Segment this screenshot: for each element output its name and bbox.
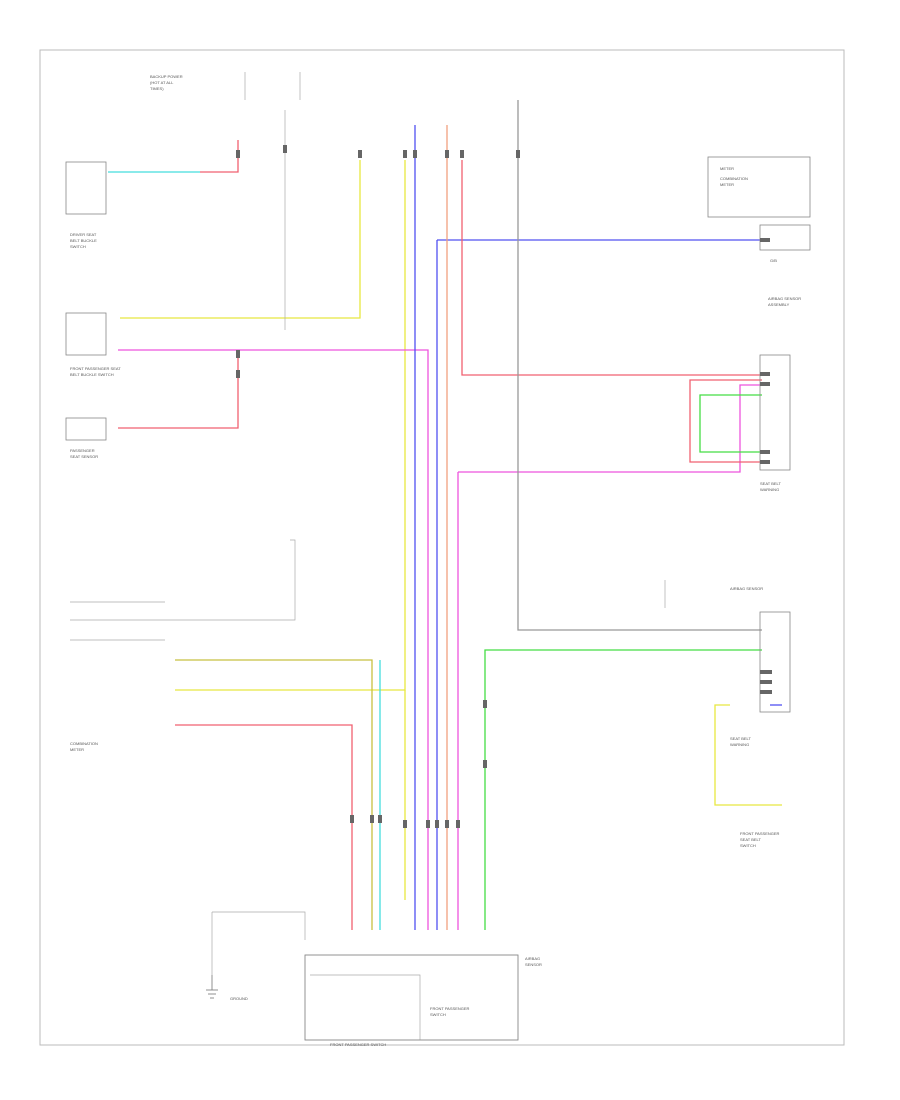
svg-text:COMBINATION: COMBINATION xyxy=(70,741,98,746)
svg-text:BELT BUCKLE: BELT BUCKLE xyxy=(70,238,97,243)
svg-text:G/B: G/B xyxy=(770,258,777,263)
wire-red-left xyxy=(118,352,239,429)
svg-text:BACKUP POWER: BACKUP POWER xyxy=(150,74,183,79)
wire-green-mid xyxy=(484,649,762,930)
svg-text:FRONT PASSENGER: FRONT PASSENGER xyxy=(740,831,780,836)
svg-text:WARNING: WARNING xyxy=(730,742,749,747)
svg-text:METER: METER xyxy=(720,182,734,187)
svg-text:GROUND: GROUND xyxy=(230,996,248,1001)
right-connector-1 xyxy=(759,224,811,251)
svg-text:TIMES): TIMES) xyxy=(150,86,164,91)
svg-text:AIRBAG SENSOR: AIRBAG SENSOR xyxy=(768,296,801,301)
svg-text:SWITCH: SWITCH xyxy=(70,244,86,249)
svg-text:AIRBAG: AIRBAG xyxy=(525,956,540,961)
left-module-2 xyxy=(65,312,107,356)
wire-yellow-main xyxy=(175,160,406,691)
ground-icon xyxy=(206,975,218,999)
svg-text:FRONT PASSENGER SWITCH: FRONT PASSENGER SWITCH xyxy=(330,1042,386,1047)
wire-red-vertical xyxy=(461,160,762,376)
top-left-module xyxy=(65,161,107,215)
right-connector-3 xyxy=(759,611,791,713)
svg-text:METER: METER xyxy=(720,166,734,171)
bottom-switch-module xyxy=(304,954,519,1041)
top-right-meter xyxy=(707,156,811,218)
right-connector-2 xyxy=(759,354,791,471)
wire-gray-right xyxy=(517,100,762,631)
wire-yellow-lower-right xyxy=(714,704,782,806)
diagram-frame xyxy=(39,49,845,1046)
svg-text:COMBINATION: COMBINATION xyxy=(720,176,748,181)
wire-olive xyxy=(175,659,373,930)
svg-text:(HOT AT ALL: (HOT AT ALL xyxy=(150,80,174,85)
wire-pink-left xyxy=(118,349,429,930)
svg-text:METER: METER xyxy=(70,747,84,752)
svg-text:BELT BUCKLE SWITCH: BELT BUCKLE SWITCH xyxy=(70,372,114,377)
wires xyxy=(108,100,782,930)
wire-red-bottom xyxy=(175,724,353,930)
svg-text:SWITCH: SWITCH xyxy=(740,843,756,848)
svg-text:FRONT PASSENGER SEAT: FRONT PASSENGER SEAT xyxy=(70,366,121,371)
svg-text:WARNING: WARNING xyxy=(760,487,779,492)
wire-yellow-1 xyxy=(120,160,361,319)
wire-pink-right xyxy=(458,384,762,473)
svg-text:SWITCH: SWITCH xyxy=(430,1012,446,1017)
component-labels: BACKUP POWER (HOT AT ALL TIMES) DRIVER S… xyxy=(70,74,801,1047)
svg-text:SENSOR: SENSOR xyxy=(525,962,542,967)
svg-text:ASSEMBLY: ASSEMBLY xyxy=(768,302,790,307)
svg-text:DRIVER SEAT: DRIVER SEAT xyxy=(70,232,97,237)
wire-green-right xyxy=(699,394,762,453)
wire-red-top-left xyxy=(200,140,239,173)
wire-red-right-loop xyxy=(689,379,762,463)
svg-text:SEAT BELT: SEAT BELT xyxy=(760,481,781,486)
svg-text:AIRBAG SENSOR: AIRBAG SENSOR xyxy=(730,586,763,591)
left-module-3 xyxy=(65,417,107,441)
terminal-markers xyxy=(236,145,772,828)
svg-text:FRONT PASSENGER: FRONT PASSENGER xyxy=(430,1006,470,1011)
svg-text:PASSENGER: PASSENGER xyxy=(70,448,95,453)
svg-text:SEAT BELT: SEAT BELT xyxy=(730,736,751,741)
thin-lines xyxy=(70,72,666,1041)
svg-text:SEAT SENSOR: SEAT SENSOR xyxy=(70,454,98,459)
svg-text:SEAT BELT: SEAT BELT xyxy=(740,837,761,842)
components xyxy=(65,156,811,1041)
